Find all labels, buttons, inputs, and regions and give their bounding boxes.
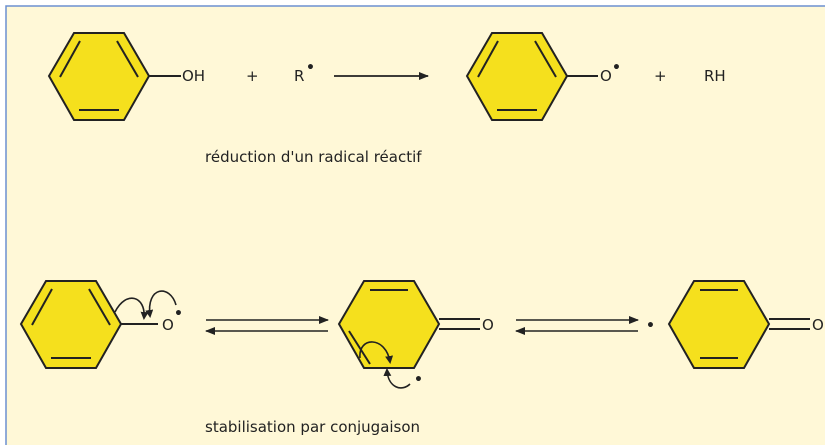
curly-arrow-ring-a [114, 297, 149, 320]
caption-reaction-1: réduction d'un radical réactif [205, 148, 422, 166]
radical-r-label: R [294, 67, 304, 85]
ring-c-radical-dot: • [646, 318, 655, 334]
phenoxyl-radical-dot: • [612, 60, 621, 76]
radical-dot: • [306, 60, 315, 76]
oxygen-label-b: O [482, 316, 494, 334]
curly-arrow-ring-b-inner [359, 341, 394, 364]
benzene-ring-phenoxyl [465, 32, 598, 121]
reaction-1: OH + R • O • + RH réduction d'un radical… [47, 32, 726, 166]
rh-label: RH [704, 67, 726, 85]
cyclohexadienone-ring-b [337, 280, 480, 369]
oxygen-radical-dot-a: • [174, 306, 183, 322]
phenol-oh-label: OH [182, 67, 205, 85]
curly-arrow-ring-b-outer [383, 368, 411, 389]
caption-reaction-2: stabilisation par conjugaison [205, 418, 420, 436]
benzene-ring-a [19, 280, 158, 369]
plus-sign-2: + [654, 67, 667, 85]
ring-b-radical-dot: • [414, 372, 423, 388]
curly-arrow-oxygen [145, 290, 177, 318]
phenoxyl-o-label: O [600, 67, 612, 85]
oxygen-label-a: O [162, 316, 174, 334]
ring-c [667, 280, 810, 369]
plus-sign-1: + [246, 67, 259, 85]
oxygen-label-c: O [812, 316, 824, 334]
reaction-2: O • • O • O stabilisation par [19, 280, 824, 436]
benzene-ring-phenol [47, 32, 181, 121]
